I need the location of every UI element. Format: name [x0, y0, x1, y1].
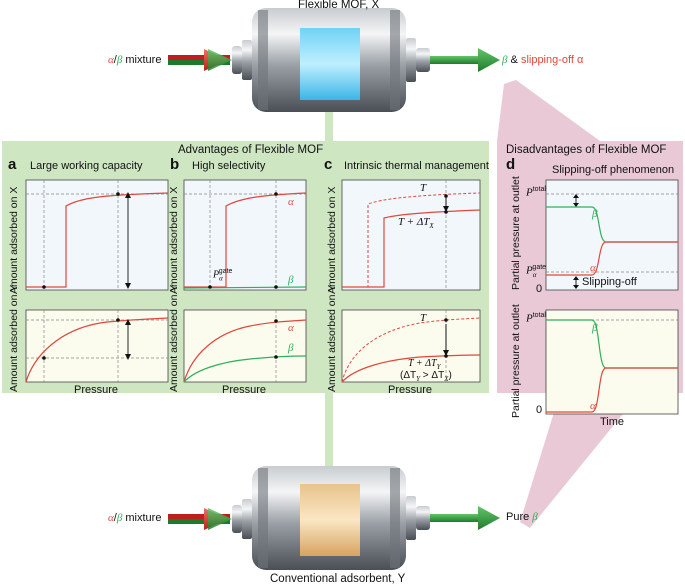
- top-input-label: α/β mixture: [108, 54, 162, 66]
- b-top-alpha-label: α: [288, 196, 294, 208]
- d-bottom-zero-label: 0: [536, 404, 543, 416]
- top-output-label: β & slipping-off α: [502, 54, 584, 66]
- panel-title-b: High selectivity: [192, 160, 266, 172]
- ylabel-b-bottom: Amount adsorbed on Y: [168, 284, 180, 392]
- flexible-mof-title: Flexible MOF, X: [298, 0, 380, 11]
- bottom-pink-connector: [520, 393, 640, 528]
- top-green-connector: [325, 108, 333, 141]
- d-bottom-p-total-label: Ptotal: [526, 312, 546, 325]
- bottom-output-label: Pure β: [506, 511, 538, 523]
- b-bottom-alpha-label: α: [288, 322, 294, 334]
- bottom-input-label: α/β mixture: [108, 512, 162, 524]
- ylabel-d-top: Partial pressure at outlet: [510, 176, 522, 290]
- plot-a-bottom: [25, 309, 169, 383]
- advantages-header: Advantages of Flexible MOF: [178, 144, 324, 156]
- d-top-p-gate-label: Pαgate: [526, 264, 547, 279]
- slipping-off-label: Slipping-off: [582, 276, 637, 288]
- conventional-adsorbent-column: [168, 466, 500, 570]
- panel-letter-b: b: [170, 156, 180, 173]
- ylabel-d-bottom: Partial pressure at outlet: [510, 304, 522, 418]
- d-top-alpha-label: α: [590, 262, 596, 274]
- panel-title-c: Intrinsic thermal management: [344, 160, 489, 172]
- ylabel-a-bottom: Amount adsorbed on Y: [8, 284, 20, 392]
- d-top-p-total-label: Ptotal: [526, 186, 546, 199]
- plot-c-bottom: [341, 309, 481, 383]
- ylabel-c-top: Amount adsorbed on X: [326, 186, 338, 294]
- p-gate-label-b: Pαgate: [213, 268, 233, 283]
- ylabel-b-top: Amount adsorbed on X: [168, 186, 180, 294]
- panel-letter-d: d: [506, 156, 516, 173]
- c-bottom-T-label: T: [420, 312, 427, 324]
- c-top-T-label: T: [420, 182, 427, 194]
- panel-letter-c: c: [324, 156, 333, 173]
- ylabel-c-bottom: Amount adsorbed on Y: [326, 284, 338, 392]
- c-bottom-dT-compare-label: (ΔTY > ΔTX): [400, 370, 452, 383]
- xlabel-c: Pressure: [388, 384, 433, 396]
- ylabel-a-top: Amount adsorbed on X: [8, 186, 20, 294]
- c-top-T-dTx-label: T + ΔTX: [398, 216, 434, 231]
- plot-b-top: [183, 179, 307, 291]
- plot-d-bottom: [545, 309, 679, 415]
- conventional-adsorbent-title: Conventional adsorbent, Y: [270, 573, 406, 585]
- top-pink-connector: [497, 80, 600, 141]
- flexible-mof-column: [168, 8, 500, 112]
- panel-title-a: Large working capacity: [30, 160, 143, 172]
- disadvantages-header: Disadvantages of Flexible MOF: [506, 144, 667, 156]
- d-bottom-alpha-label: α: [590, 400, 596, 412]
- d-bottom-beta-label: β: [592, 322, 598, 334]
- plot-c-top: [341, 179, 481, 291]
- c-bottom-T-dTy-label: T + ΔTY: [408, 358, 441, 371]
- d-top-beta-label: β: [592, 208, 598, 220]
- b-bottom-beta-label: β: [288, 342, 294, 354]
- bottom-green-connector: [325, 393, 333, 478]
- xlabel-a: Pressure: [74, 384, 119, 396]
- xlabel-d: Time: [600, 416, 625, 428]
- panel-letter-a: a: [8, 156, 17, 173]
- plot-a-top: [25, 179, 169, 291]
- xlabel-b: Pressure: [222, 384, 267, 396]
- plot-b-bottom: [183, 309, 307, 383]
- plot-d-top: [545, 179, 679, 291]
- b-top-beta-label: β: [288, 274, 294, 286]
- d-top-zero-label: 0: [536, 283, 543, 295]
- panel-title-d: Slipping-off phenomenon: [552, 164, 675, 176]
